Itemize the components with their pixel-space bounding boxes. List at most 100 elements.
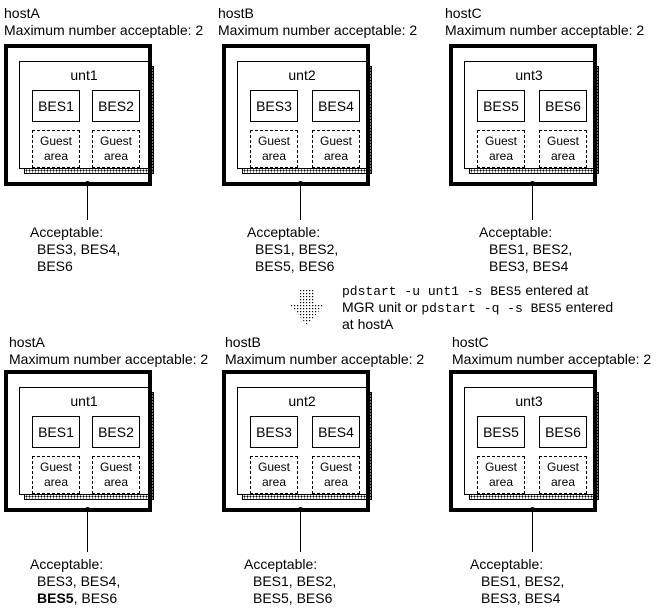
- command-text: pdstart -u unt1 -s BES5: [342, 284, 522, 299]
- bes-box: BES2: [92, 90, 140, 122]
- acceptable-list-line1: BES1, BES2,: [255, 241, 339, 257]
- guest-text: Guest: [319, 134, 352, 148]
- guest-text: Guest: [546, 134, 579, 148]
- acceptable-list-line2: BES6: [37, 258, 73, 274]
- guest-text: Guest: [484, 460, 517, 474]
- guest-text: Guest: [99, 134, 132, 148]
- area-text: area: [43, 475, 69, 489]
- connector-dot: [298, 181, 303, 186]
- host-name: hostC: [452, 334, 489, 350]
- max-acceptable-label: Maximum number acceptable: 2: [9, 351, 209, 367]
- acceptable-list-line1: BES1, BES2,: [489, 241, 573, 257]
- acceptable-list-line1: BES1, BES2,: [481, 573, 565, 589]
- acceptable-label: Acceptable:: [30, 556, 104, 572]
- guest-text: Guest: [39, 460, 72, 474]
- guest-text: Guest: [39, 134, 72, 148]
- bes-box: BES5: [477, 90, 525, 122]
- bes-box: BES4: [312, 90, 360, 122]
- area-text: area: [488, 149, 514, 163]
- guest-text: Guest: [257, 460, 290, 474]
- max-acceptable-label: Maximum number acceptable: 2: [445, 22, 645, 38]
- acceptable-list-line2: BES3, BES4: [481, 590, 561, 606]
- bes-box: BES6: [539, 416, 587, 448]
- bes-box: BES3: [250, 90, 298, 122]
- area-text: area: [488, 475, 514, 489]
- connector-dot: [85, 507, 90, 512]
- acceptable-label: Acceptable:: [244, 556, 318, 572]
- max-acceptable-label: Maximum number acceptable: 2: [4, 22, 204, 38]
- acceptable-list-rest: , BES6: [73, 590, 118, 606]
- connector-dot: [298, 507, 303, 512]
- transition-text: MGR unit or: [342, 299, 422, 315]
- unit-label: unt3: [515, 393, 543, 409]
- guest-text: Guest: [99, 460, 132, 474]
- transition-text: entered: [561, 299, 614, 315]
- host-name: hostB: [218, 5, 254, 21]
- transition-line3: at hostA: [342, 316, 394, 332]
- host-name: hostA: [9, 334, 45, 350]
- transition-text: entered at: [521, 282, 589, 298]
- bes-box: BES5: [477, 416, 525, 448]
- host-name: hostB: [225, 334, 261, 350]
- area-text: area: [550, 475, 576, 489]
- area-text: area: [103, 475, 129, 489]
- bes-box: BES3: [250, 416, 298, 448]
- acceptable-label: Acceptable:: [247, 224, 321, 240]
- area-text: area: [550, 149, 576, 163]
- acceptable-list-line1: BES3, BES4,: [37, 241, 121, 257]
- max-acceptable-label: Maximum number acceptable: 2: [225, 351, 425, 367]
- host-name: hostC: [445, 5, 482, 21]
- area-text: area: [261, 475, 287, 489]
- connector-line: [300, 510, 301, 552]
- connector-line: [532, 510, 533, 552]
- area-text: area: [323, 475, 349, 489]
- guest-text: Guest: [319, 460, 352, 474]
- host-name: hostA: [4, 5, 40, 21]
- acceptable-label: Acceptable:: [470, 556, 544, 572]
- bes-box: BES6: [539, 90, 587, 122]
- acceptable-list-line2: BES5, BES6: [255, 258, 335, 274]
- connector-line: [532, 184, 533, 220]
- area-text: area: [43, 149, 69, 163]
- max-acceptable-label: Maximum number acceptable: 2: [218, 22, 418, 38]
- guest-text: Guest: [484, 134, 517, 148]
- unit-label: unt1: [70, 67, 98, 83]
- connector-line: [300, 184, 301, 220]
- acceptable-label: Acceptable:: [479, 224, 553, 240]
- acceptable-list-line1: BES3, BES4,: [37, 573, 121, 589]
- bes-box: BES1: [32, 416, 80, 448]
- bes-box: BES2: [92, 416, 140, 448]
- unit-label: unt2: [288, 393, 316, 409]
- connector-dot: [530, 507, 535, 512]
- acceptable-list-line2: BES5, BES6: [37, 590, 117, 606]
- bes-box: BES4: [312, 416, 360, 448]
- area-text: area: [261, 149, 287, 163]
- unit-label: unt3: [515, 67, 543, 83]
- command-text: pdstart -q -s BES5: [421, 301, 562, 316]
- highlighted-bes: BES5: [37, 590, 74, 606]
- acceptable-list-line2: BES3, BES4: [489, 258, 569, 274]
- max-acceptable-label: Maximum number acceptable: 2: [452, 351, 652, 367]
- guest-text: Guest: [546, 460, 579, 474]
- acceptable-list-line2: BES5, BES6: [253, 590, 333, 606]
- acceptable-label: Acceptable:: [30, 224, 104, 240]
- connector-dot: [85, 181, 90, 186]
- area-text: area: [103, 149, 129, 163]
- acceptable-list-line1: BES1, BES2,: [253, 573, 337, 589]
- connector-line: [87, 510, 88, 552]
